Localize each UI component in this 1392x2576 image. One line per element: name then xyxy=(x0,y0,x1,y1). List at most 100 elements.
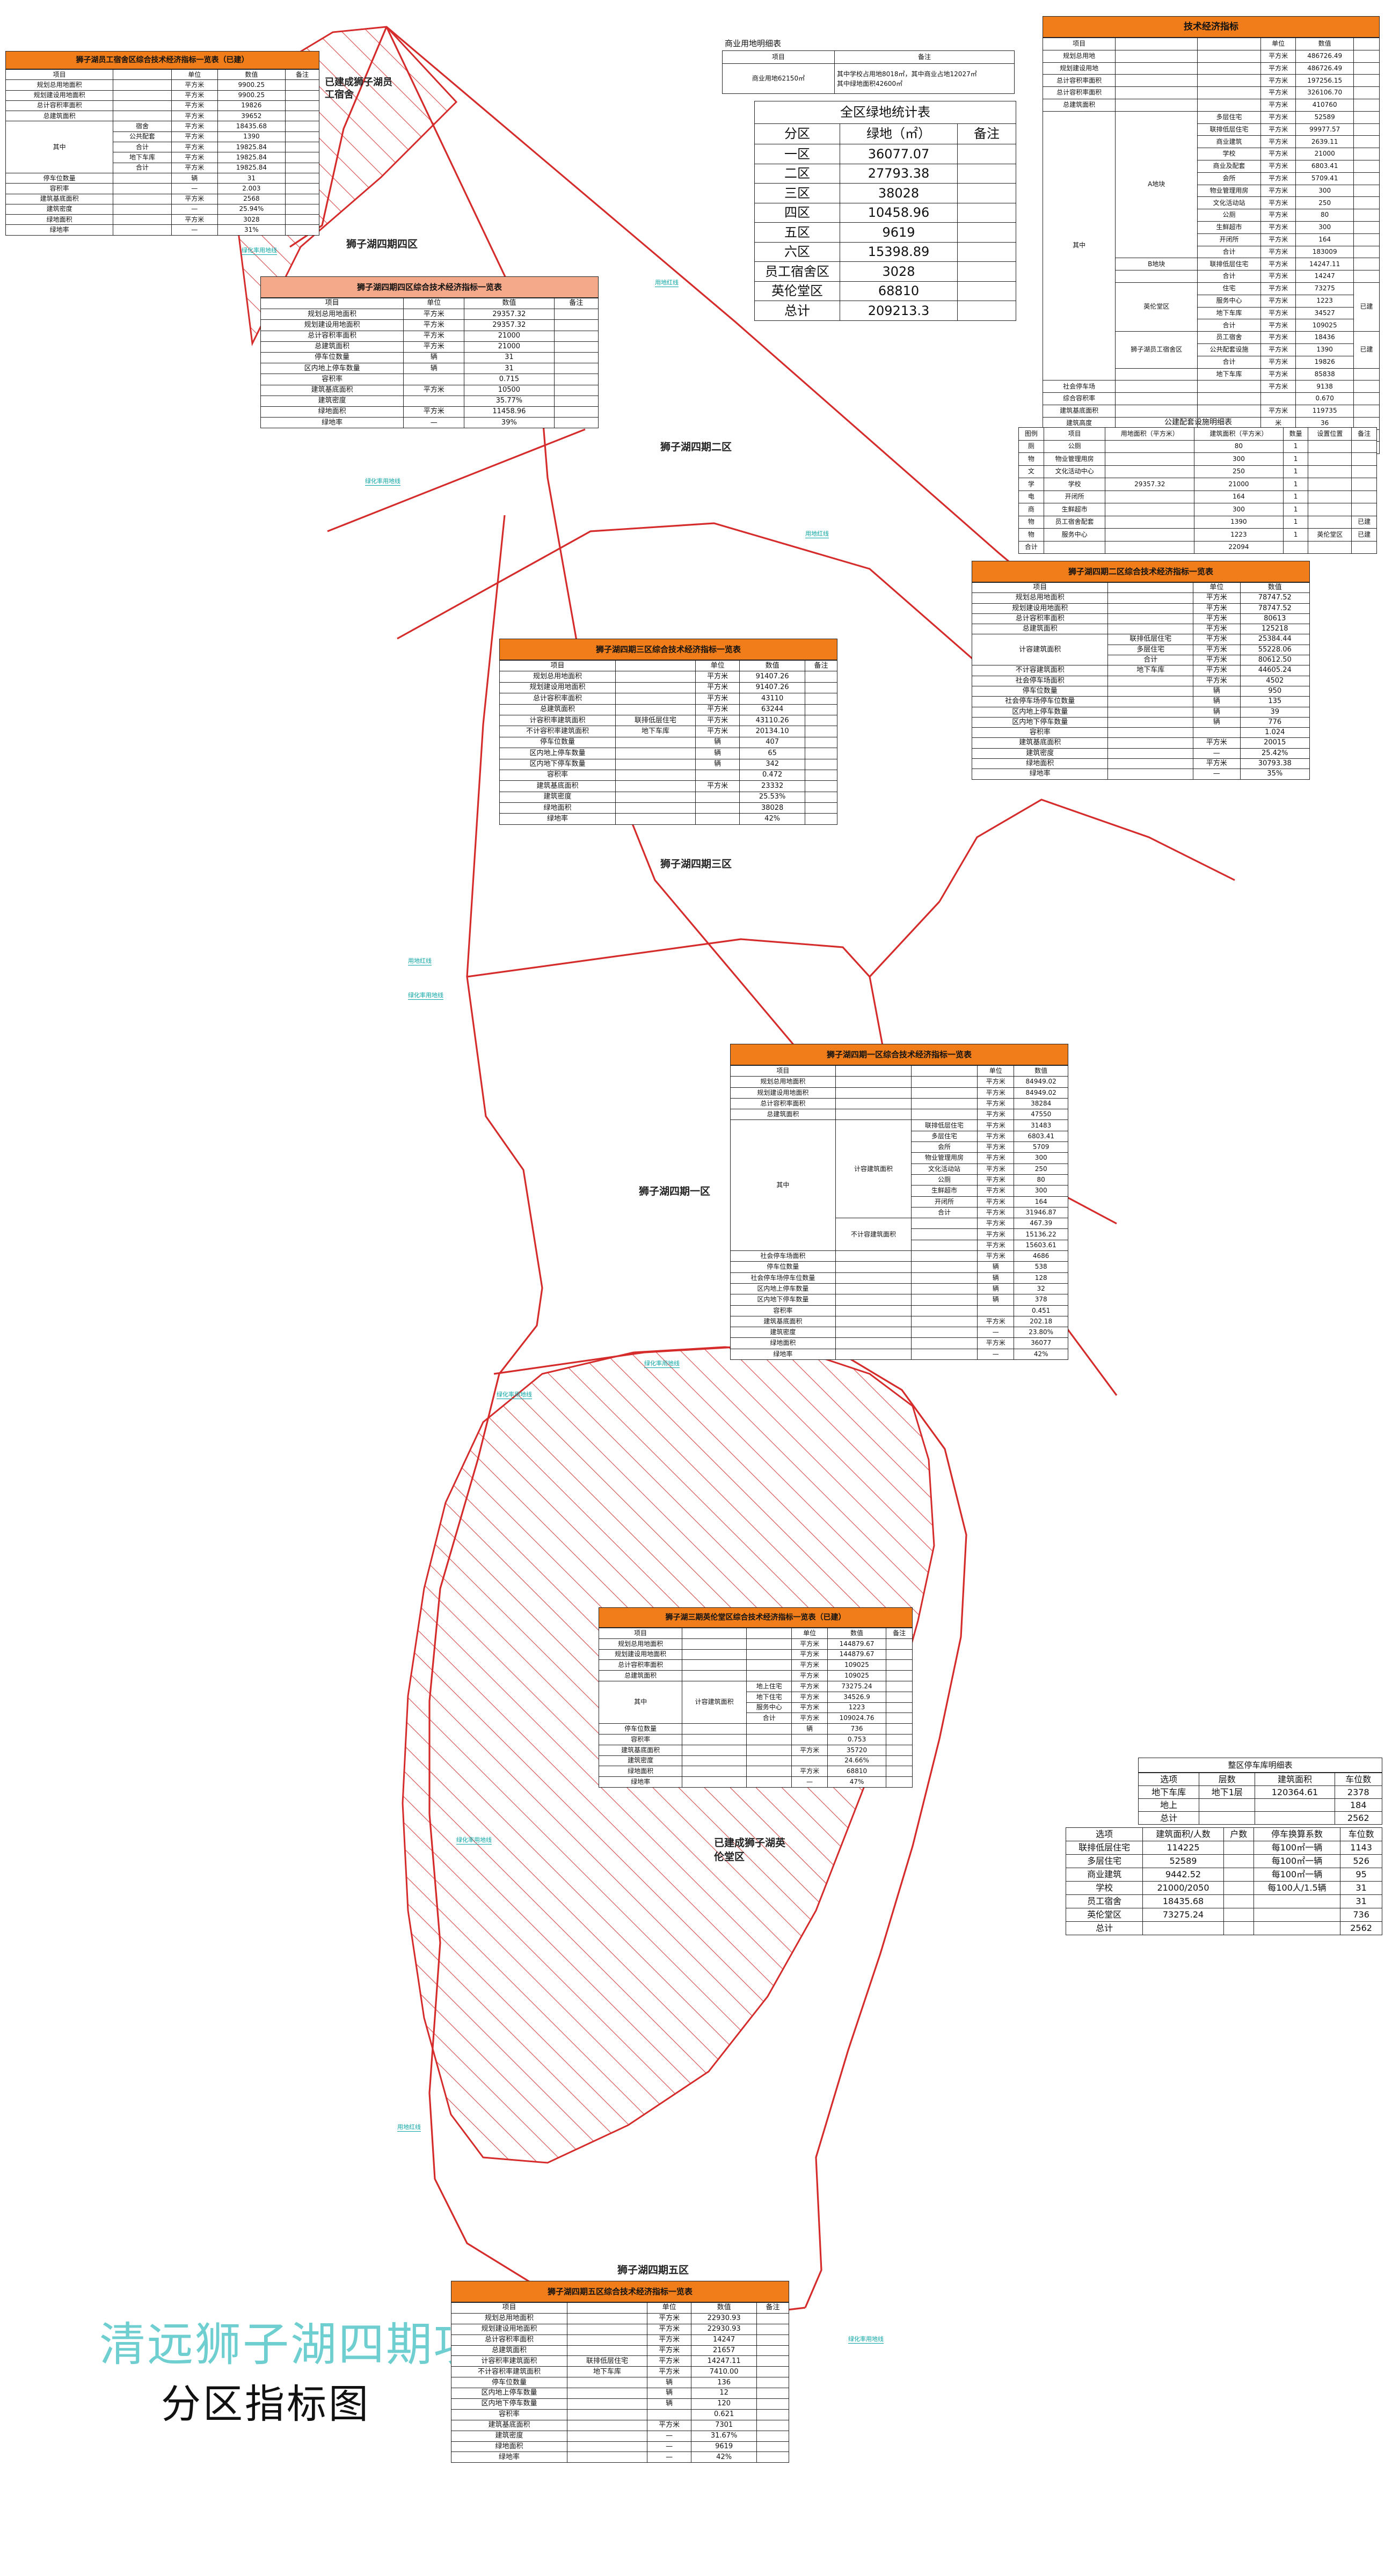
cell xyxy=(746,1649,792,1660)
cell: 68810 xyxy=(827,1766,887,1777)
cell: 公厕 xyxy=(1197,209,1261,222)
leader-label: 绿化率用地线 xyxy=(644,1360,680,1368)
cell xyxy=(911,1087,978,1099)
cell xyxy=(1223,1854,1254,1868)
cell xyxy=(1107,675,1193,686)
cell: 平方米 xyxy=(1260,331,1296,344)
cell: 125218 xyxy=(1240,624,1310,635)
cell: 平方米 xyxy=(791,1702,828,1714)
cell xyxy=(647,2409,692,2420)
cell: 物 xyxy=(1018,452,1044,466)
cell xyxy=(957,183,1016,203)
cell xyxy=(1253,1921,1341,1935)
cell xyxy=(1353,404,1380,418)
cell: 9900.25 xyxy=(217,79,286,91)
cell xyxy=(746,1723,792,1735)
cell: 规划总用地 xyxy=(1042,49,1116,63)
cell xyxy=(957,241,1016,262)
cell xyxy=(682,1628,747,1639)
table-row: 项目单位数值备注 xyxy=(598,1628,913,1639)
cell: 辆 xyxy=(695,758,740,770)
cell: 0.472 xyxy=(739,769,805,781)
cell xyxy=(615,780,696,792)
cell: 2568 xyxy=(217,193,286,204)
cell: 73275.24 xyxy=(1142,1908,1224,1922)
leader-label: 绿化率用地线 xyxy=(365,478,400,486)
cell: 25384.44 xyxy=(1240,634,1310,645)
cell xyxy=(553,363,599,375)
cell: 单位 xyxy=(791,1628,828,1639)
cell: 平方米 xyxy=(647,2312,692,2324)
cell: 21000 xyxy=(1295,148,1354,160)
cell: 平方米 xyxy=(1260,404,1296,418)
table-row: 选项层数建筑面积车位数 xyxy=(1138,1773,1383,1786)
cell xyxy=(682,1638,747,1650)
cell xyxy=(756,2355,790,2367)
cell: 规划总用地面积 xyxy=(730,1076,836,1088)
cell: 商业建筑 xyxy=(1197,135,1261,149)
cell xyxy=(1351,440,1377,453)
cell xyxy=(1115,74,1198,87)
cell: 1223 xyxy=(1295,294,1354,308)
cell: 狮子湖员工宿舍区 xyxy=(1115,331,1198,369)
cell: 总计容积率面积 xyxy=(971,613,1109,625)
cell: 容积率 xyxy=(499,769,616,781)
note: 其中学校占用地8018㎡，其中商业占地12027㎡ xyxy=(837,70,977,78)
cell xyxy=(1308,540,1352,554)
cell: 平方米 xyxy=(1260,159,1296,173)
cell xyxy=(403,374,465,385)
cell: 规划总用地面积 xyxy=(451,2312,567,2324)
cell: — xyxy=(977,1327,1015,1338)
cell: 平方米 xyxy=(695,704,740,715)
cell: 14247 xyxy=(691,2334,757,2346)
cell: 250 xyxy=(1295,196,1354,210)
cell: 项目 xyxy=(1043,427,1106,441)
cell xyxy=(1197,74,1261,87)
cell: 总计容积率面积 xyxy=(451,2334,567,2346)
cell: 单位 xyxy=(695,660,740,672)
cell xyxy=(615,682,696,694)
cell: 项目 xyxy=(5,69,114,80)
cell: 辆 xyxy=(647,2377,692,2389)
cell: 备注 xyxy=(886,1628,913,1639)
cell: 平方米 xyxy=(1260,184,1296,197)
cell: 平方米 xyxy=(977,1337,1015,1349)
cell: 联排低层住宅 xyxy=(1065,1841,1143,1855)
table-row: 建筑密度—25.42% xyxy=(971,748,1310,759)
cell xyxy=(1115,62,1198,75)
cell: 1223 xyxy=(827,1702,887,1714)
cell: 128 xyxy=(1014,1272,1068,1284)
cell: 183009 xyxy=(1295,245,1354,259)
cell xyxy=(886,1659,913,1671)
cell xyxy=(1353,380,1380,393)
zone-label-built-hall: 已建成狮子湖英伦堂区 xyxy=(714,1837,786,1863)
cell: 1 xyxy=(1282,452,1309,466)
table-row: 选项建筑面积/人数户数停车换算系数车位数 xyxy=(1065,1827,1382,1841)
cell: 平方米 xyxy=(1260,270,1296,283)
cell xyxy=(113,172,172,184)
cell: 不计容建筑面积 xyxy=(835,1218,912,1252)
cell: 单位 xyxy=(171,69,218,80)
cell xyxy=(1353,123,1380,136)
cell: 平方米 xyxy=(1260,62,1296,75)
cell: 1.024 xyxy=(1240,727,1310,738)
cell xyxy=(1353,74,1380,87)
cell: 平方米 xyxy=(403,341,465,353)
cell: 950 xyxy=(1240,685,1310,697)
cell: 合计 xyxy=(113,142,172,153)
cell xyxy=(682,1670,747,1681)
cell: 备注 xyxy=(285,69,319,80)
cell xyxy=(756,2312,790,2324)
cell: 合计 xyxy=(746,1713,792,1724)
